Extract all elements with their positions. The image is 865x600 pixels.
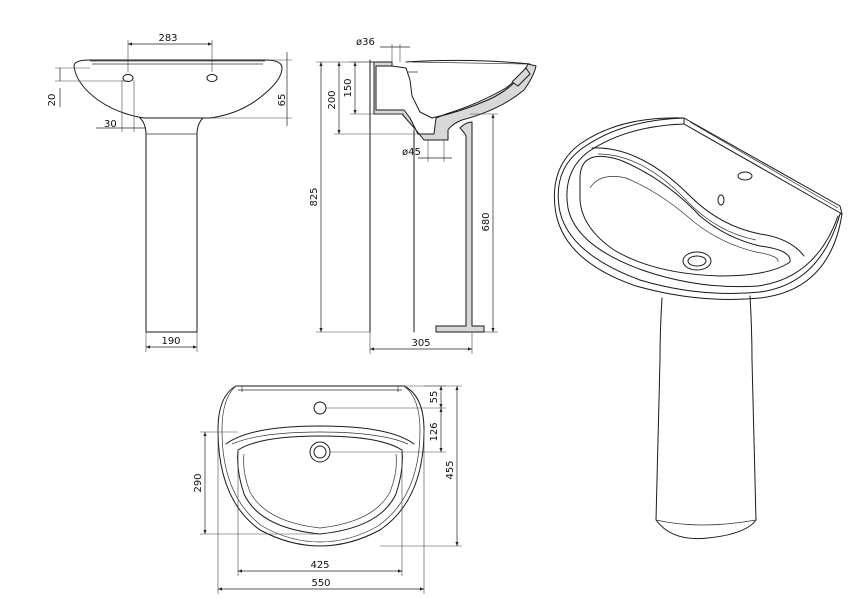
dim-tap-hole-offset: 55: [429, 391, 440, 404]
dim-tap-hole-diameter: ø36: [356, 37, 375, 48]
side-section-view: ø36 ø45 150 200 825 680 305: [309, 37, 537, 354]
dim-pedestal-width: 190: [161, 336, 180, 347]
dim-bowl-width: 425: [310, 560, 329, 571]
dim-bowl-depth: 65: [277, 94, 288, 107]
dim-total-height: 825: [309, 187, 320, 206]
perspective-waste-outer-icon: [682, 251, 712, 271]
plan-waste-inner-icon: [313, 445, 327, 459]
dim-waste-diameter: ø45: [402, 147, 421, 158]
dim-total-width: 550: [311, 578, 330, 589]
dim-slot-width: 30: [104, 119, 117, 130]
front-elevation-view: 283 20 30 65 190: [47, 33, 292, 352]
perspective-overflow-icon: [717, 194, 725, 206]
dim-pedestal-height: 680: [481, 212, 492, 231]
dim-rim-to-trap: 200: [327, 90, 338, 109]
perspective-waste-inner-icon: [687, 255, 707, 267]
plan-waste-outer-icon: [309, 441, 331, 463]
dim-tap-spacing: 283: [158, 33, 177, 44]
dim-rim-offset: 20: [47, 94, 58, 107]
perspective-tap-hole-icon: [737, 171, 753, 181]
plan-view: 55 126 455 290 425 550: [193, 385, 462, 594]
plan-tap-hole-icon: [313, 401, 327, 415]
dim-bowl-length: 290: [193, 473, 204, 492]
dim-waste-offset: 126: [429, 422, 440, 441]
dim-rim-to-waste: 150: [343, 78, 354, 97]
tap-hole-left-icon: [122, 74, 134, 82]
dim-total-depth: 455: [445, 460, 456, 479]
dim-wall-projection: 305: [411, 338, 430, 349]
tap-hole-right-icon: [206, 74, 218, 82]
perspective-view: [553, 117, 843, 540]
